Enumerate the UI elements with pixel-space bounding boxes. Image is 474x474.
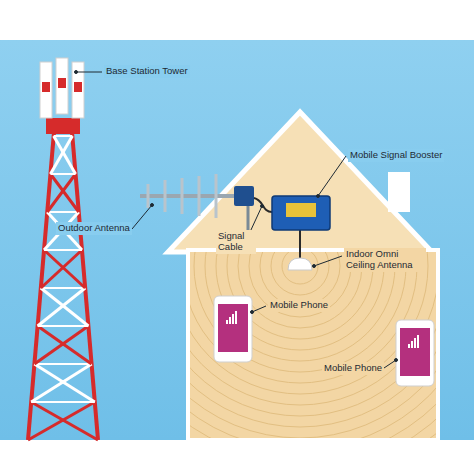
chimney (388, 172, 410, 212)
callout-label: Signal Cable (216, 230, 256, 254)
mobile-phone (396, 320, 434, 386)
callout-label: Mobile Phone (268, 299, 330, 312)
tower (28, 58, 98, 440)
yagi-boom (140, 194, 238, 198)
signal-cable (254, 198, 272, 212)
callout-label: Mobile Phone (322, 362, 384, 375)
signal-booster (272, 196, 330, 230)
signal-ripples (190, 252, 436, 438)
mobile-phone (214, 296, 252, 362)
callout-label: Outdoor Antenna (56, 222, 132, 235)
signal-cable (299, 230, 301, 258)
leader-lines (75, 71, 398, 369)
callout-label: Mobile Signal Booster (348, 149, 444, 162)
sky-panel (0, 40, 474, 440)
antenna-connector-box (234, 186, 254, 206)
booster-plate (286, 203, 316, 217)
yagi-elements (148, 174, 216, 218)
callout-label: Base Station Tower (104, 65, 190, 78)
ceiling-antenna (288, 258, 312, 270)
callout-label: Indoor Omni Ceiling Antenna (344, 248, 426, 272)
